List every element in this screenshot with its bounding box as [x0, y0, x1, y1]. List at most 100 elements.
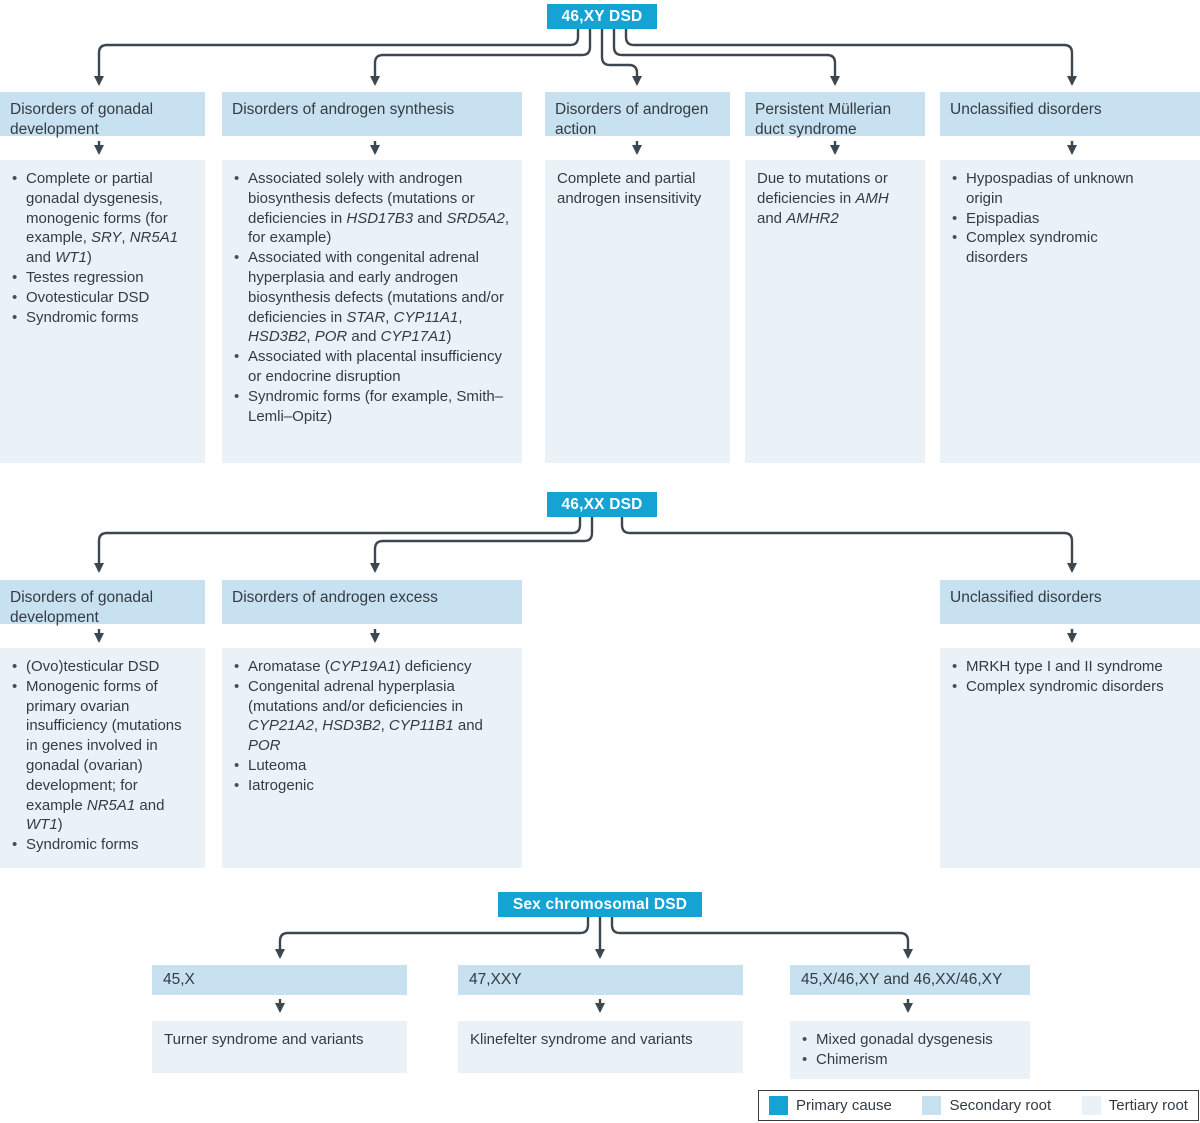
legend-swatch-tertiary — [1081, 1096, 1101, 1115]
bullet-icon: • — [952, 658, 958, 675]
branch-header-androgen-synthesis: Disorders of androgen synthesis — [222, 92, 522, 136]
item-text: Monogenic forms of primary ovarian insuf… — [26, 677, 182, 834]
item-text: Hypospadias of unknown origin — [966, 170, 1134, 207]
root-node-46xy: 46,XY DSD — [547, 4, 657, 29]
branch-header-47xxy: 47,XXY — [458, 965, 743, 995]
bullet-icon: • — [234, 756, 240, 774]
item-text: Due to mutations or deficiencies in AMH … — [757, 170, 889, 227]
legend-label: Tertiary root — [1108, 1097, 1188, 1114]
item-text: Iatrogenic — [248, 776, 314, 794]
list-item: • Chimerism — [802, 1050, 1022, 1070]
bullet-icon: • — [12, 658, 18, 675]
item-text: Luteoma — [248, 756, 307, 774]
list-item: • Luteoma — [234, 756, 514, 776]
content-box-gonadal-development-xx: •(Ovo)testicular DSD•Monogenic forms of … — [0, 648, 205, 868]
list-item: •Epispadias — [952, 209, 1160, 229]
branch-header-unclassified-xy: Unclassified disorders — [940, 92, 1200, 136]
content-box-androgen-excess: • Aromatase (CYP19A1) deficiency • Congenit… — [222, 648, 522, 868]
list-item: • Complete or partial gonadal dysgenesis,… — [12, 169, 197, 268]
item-text: Epispadias — [966, 209, 1040, 227]
legend-label: Primary cause — [796, 1097, 892, 1114]
list-item: • Aromatase (CYP19A1) deficiency — [234, 657, 514, 677]
bullet-icon: • — [12, 288, 18, 306]
list-item: Turner syndrome and variants — [164, 1030, 399, 1050]
bullet-icon: • — [234, 658, 240, 675]
item-text: Complete or partial gonadal dysgenesis, … — [26, 170, 179, 267]
fanout-sex-chromosomal — [275, 917, 913, 1013]
item-text: Congenital adrenal hyperplasia (mutation… — [248, 677, 483, 755]
item-text: Aromatase (CYP19A1) deficiency — [248, 658, 472, 675]
item-text: Syndromic forms — [26, 308, 139, 326]
bullet-icon: • — [952, 229, 958, 247]
content-box-turner: Turner syndrome and variants — [152, 1021, 407, 1073]
bullet-icon: • — [234, 387, 240, 405]
item-text: Testes regression — [26, 268, 144, 286]
item-text: Complete and partial androgen insensitiv… — [557, 170, 702, 207]
branch-header-gonadal-development-xy: Disorders of gonadal development — [0, 92, 205, 138]
bullet-icon: • — [234, 170, 240, 187]
list-item: • Complex syndromic disorders — [952, 677, 1192, 697]
branch-header-45x: 45,X — [152, 965, 407, 995]
bullet-icon: • — [12, 836, 18, 854]
item-text: MRKH type I and II syndrome — [966, 658, 1163, 675]
list-item: Klinefelter syndrome and variants — [470, 1030, 735, 1050]
legend: Primary cause Secondary root Tertiary ro… — [758, 1090, 1199, 1121]
branch-header-persistent-mullerian: Persistent Müllerian duct syndrome — [745, 92, 925, 138]
bullet-icon: • — [12, 308, 18, 326]
list-item: • Congenital adrenal hyperplasia (mutatio… — [234, 677, 514, 756]
bullet-icon: • — [12, 170, 18, 187]
list-item: •Ovotesticular DSD — [12, 288, 197, 308]
list-item: •Associated with congenital adrenal hype… — [234, 248, 514, 347]
legend-item-secondary: Secondary root — [922, 1096, 1051, 1115]
list-item: • Complex syndromic disorders — [952, 228, 1160, 268]
legend-swatch-secondary — [922, 1096, 942, 1115]
list-item: • Mixed gonadal dysgenesis — [802, 1030, 1022, 1050]
list-item: • Syndromic forms — [12, 308, 197, 328]
item-text: Syndromic forms (for example, Smith–Leml… — [248, 387, 504, 425]
bullet-icon: • — [952, 677, 958, 695]
item-text: Chimerism — [816, 1050, 888, 1068]
bullet-icon: • — [234, 348, 240, 366]
item-text: Complex syndromic disorders — [966, 677, 1164, 695]
root-node-46xx: 46,XX DSD — [547, 492, 657, 517]
bullet-icon: • — [802, 1050, 808, 1068]
content-box-unclassified-xx: • MRKH type I and II syndrome • Complex syn… — [940, 648, 1200, 868]
list-item: •(Ovo)testicular DSD — [12, 657, 197, 677]
list-item: • Testes regression — [12, 268, 197, 288]
legend-item-primary: Primary cause — [769, 1096, 892, 1115]
list-item: •Associated with placental insufficiency… — [234, 347, 514, 387]
branch-header-gonadal-development-xx: Disorders of gonadal development — [0, 580, 205, 626]
content-box-unclassified-xy: •Hypospadias of unknown origin•Epispadia… — [940, 160, 1200, 463]
list-item: • Associated solely with androgen biosynt… — [234, 169, 514, 248]
bullet-icon: • — [12, 677, 18, 695]
bullet-icon: • — [12, 268, 18, 286]
item-text: Turner syndrome and variants — [164, 1031, 364, 1048]
item-text: Complex syndromic disorders — [966, 229, 1098, 267]
list-item: Complete and partial androgen insensitiv… — [557, 169, 722, 209]
list-item: • Syndromic forms — [12, 835, 197, 855]
bullet-icon: • — [802, 1031, 808, 1048]
branch-header-androgen-action: Disorders of androgen action — [545, 92, 730, 138]
bullet-icon: • — [952, 170, 958, 187]
bullet-icon: • — [234, 249, 240, 267]
content-box-persistent-mullerian: Due to mutations or deficiencies in AMH … — [745, 160, 925, 463]
list-item: • Iatrogenic — [234, 776, 514, 796]
content-box-klinefelter: Klinefelter syndrome and variants — [458, 1021, 743, 1073]
list-item: • Hypospadias of unknown origin — [952, 169, 1160, 209]
bullet-icon: • — [234, 677, 240, 695]
bullet-icon: • — [234, 776, 240, 794]
legend-swatch-primary — [769, 1096, 788, 1115]
item-text: Syndromic forms — [26, 836, 139, 854]
list-item: • Monogenic forms of primary ovarian insu… — [12, 677, 197, 835]
legend-item-tertiary: Tertiary root — [1081, 1096, 1188, 1115]
list-item: Due to mutations or deficiencies in AMH … — [757, 169, 917, 228]
branch-header-unclassified-xx: Unclassified disorders — [940, 580, 1200, 624]
content-box-androgen-synthesis: • Associated solely with androgen biosynt… — [222, 160, 522, 463]
list-item: • MRKH type I and II syndrome — [952, 657, 1192, 677]
branch-header-androgen-excess: Disorders of androgen excess — [222, 580, 522, 624]
item-text: Associated solely with androgen biosynth… — [248, 170, 509, 247]
item-text: Mixed gonadal dysgenesis — [816, 1031, 993, 1048]
root-node-sex-chromosomal: Sex chromosomal DSD — [498, 892, 702, 917]
branch-header-mosaic-karyotypes: 45,X/46,XY and 46,XX/46,XY — [790, 965, 1030, 995]
